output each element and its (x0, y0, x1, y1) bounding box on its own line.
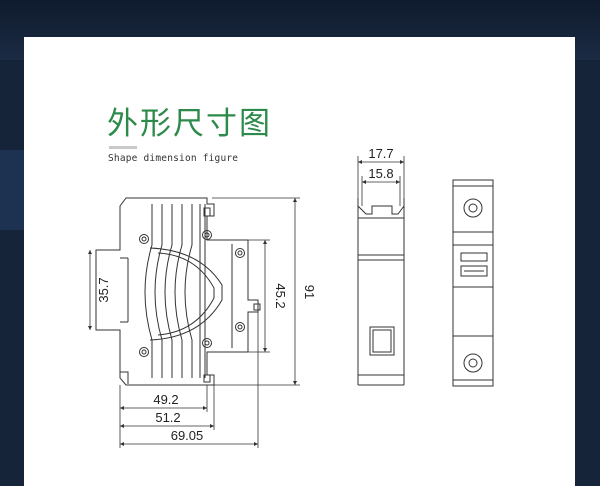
side-dimension-lines (88, 197, 300, 448)
front-body-outline (357, 198, 405, 215)
face-body-outline (452, 179, 494, 387)
face-indicator-window (460, 265, 488, 277)
dim-front-width: 17.7 (368, 146, 393, 161)
side-body-outline (95, 197, 259, 386)
side-view (95, 197, 261, 386)
side-ribs (144, 204, 193, 378)
page-title: 外形尺寸图 (107, 106, 272, 142)
front-dimension-lines (357, 156, 405, 206)
dim-width-51: 51.2 (155, 410, 180, 425)
side-curved-face (149, 247, 223, 341)
front-view (357, 198, 405, 386)
dim-width-total: 69.05 (171, 428, 204, 443)
page-subtitle: Shape dimension figure (108, 153, 239, 164)
dim-height-mid: 45.2 (273, 283, 288, 308)
front-toggle-switch (369, 326, 395, 356)
dim-height-rail: 35.7 (96, 277, 111, 302)
title-divider (109, 146, 137, 149)
dim-front-inner: 15.8 (368, 166, 393, 181)
dim-height-total: 91 (302, 285, 317, 299)
dim-width-49: 49.2 (153, 392, 178, 407)
face-view (452, 179, 494, 387)
